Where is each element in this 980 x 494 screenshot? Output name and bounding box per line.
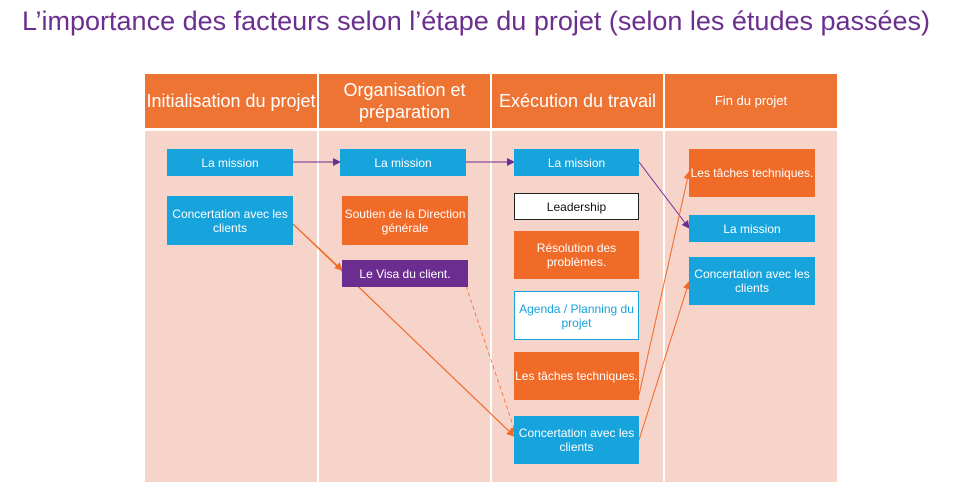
box-agenda-planning: Agenda / Planning du projet (514, 291, 639, 340)
arrow-taches-to-fin (638, 171, 692, 396)
arrow-visa-to-execution (465, 285, 518, 435)
column-divider (317, 74, 319, 482)
box-taches-techniques-fin: Les tâches techniques. (689, 149, 815, 197)
arrow-concertation-to-execution (292, 223, 515, 437)
box-mission-organisation: La mission (340, 149, 466, 176)
column-header-execution: Exécution du travail (492, 74, 663, 128)
box-soutien-direction: Soutien de la Direction générale (342, 196, 468, 245)
arrow-concertation-to-fin (638, 281, 691, 441)
box-resolution-problemes: Résolution des problèmes. (514, 231, 639, 279)
column-header-organisation: Organisation et préparation (319, 74, 490, 128)
box-mission-execution: La mission (514, 149, 639, 176)
box-leadership: Leadership (514, 193, 639, 220)
box-mission-initialisation: La mission (167, 149, 293, 176)
box-mission-fin: La mission (689, 215, 815, 242)
box-taches-techniques-execution: Les tâches techniques. (514, 352, 639, 400)
arrow-mission-3-to-4 (638, 161, 690, 229)
box-visa-client: Le Visa du client. (342, 260, 468, 287)
column-divider (490, 74, 492, 482)
column-header-initialisation: Initialisation du projet (145, 74, 317, 128)
header-separator (145, 128, 837, 131)
box-concertation-fin: Concertation avec les clients (689, 257, 815, 305)
column-header-fin: Fin du projet (665, 74, 837, 128)
column-divider (663, 74, 665, 482)
box-concertation-execution: Concertation avec les clients (514, 416, 639, 464)
page-title: L’importance des facteurs selon l’étape … (22, 6, 931, 36)
box-concertation-initialisation: Concertation avec les clients (167, 196, 293, 245)
